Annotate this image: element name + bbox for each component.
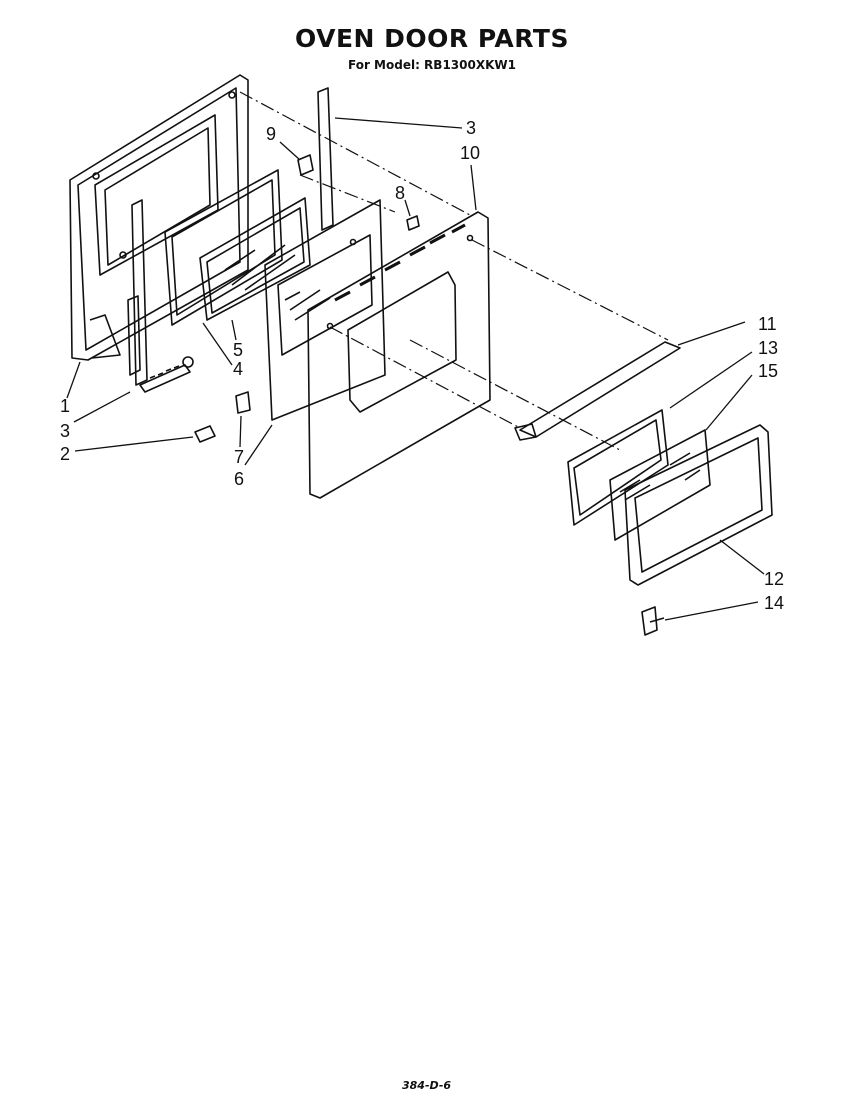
- callout-7: 7: [234, 447, 244, 467]
- callout-10: 10: [460, 143, 480, 163]
- outer-window-glass: [609, 429, 711, 541]
- alignment-lines: [239, 91, 669, 451]
- hinge-channel-left: [127, 199, 148, 386]
- page-title: OVEN DOOR PARTS: [295, 24, 569, 53]
- callout-9: 9: [266, 124, 276, 144]
- callout-13: 13: [758, 338, 778, 358]
- callout-3-top: 3: [466, 118, 476, 138]
- door-bumper: [297, 154, 314, 176]
- callout-15: 15: [758, 361, 778, 381]
- callout-6: 6: [234, 469, 244, 489]
- outer-glass-frame: [567, 409, 669, 526]
- hinge-spring: [139, 356, 194, 393]
- trim-clip: [641, 606, 665, 636]
- callout-1: 1: [60, 396, 70, 416]
- outer-door-panel: [307, 211, 491, 499]
- callout-3-bottom: 3: [60, 421, 70, 441]
- inner-glass-frame: [164, 169, 283, 326]
- inner-door-liner: [69, 74, 249, 361]
- callout-11: 11: [758, 314, 777, 334]
- door-bracket: [406, 215, 420, 231]
- callout-leaders: [66, 117, 765, 621]
- callout-8: 8: [395, 183, 405, 203]
- small-clip: [194, 425, 216, 443]
- callout-14: 14: [764, 593, 784, 613]
- callout-12: 12: [764, 569, 784, 589]
- hinge-channel-right: [317, 87, 334, 231]
- door-clip: [235, 391, 251, 414]
- door-insulation: [264, 199, 386, 421]
- inner-window-glass: [199, 197, 311, 321]
- model-subtitle: For Model: RB1300XKW1: [348, 58, 516, 72]
- footer-code: 384-D-6: [402, 1079, 452, 1092]
- callout-5: 5: [233, 340, 243, 360]
- callout-4: 4: [233, 359, 243, 379]
- callout-2: 2: [60, 444, 70, 464]
- window-trim-frame: [624, 424, 773, 586]
- door-handle-trim: [514, 341, 681, 441]
